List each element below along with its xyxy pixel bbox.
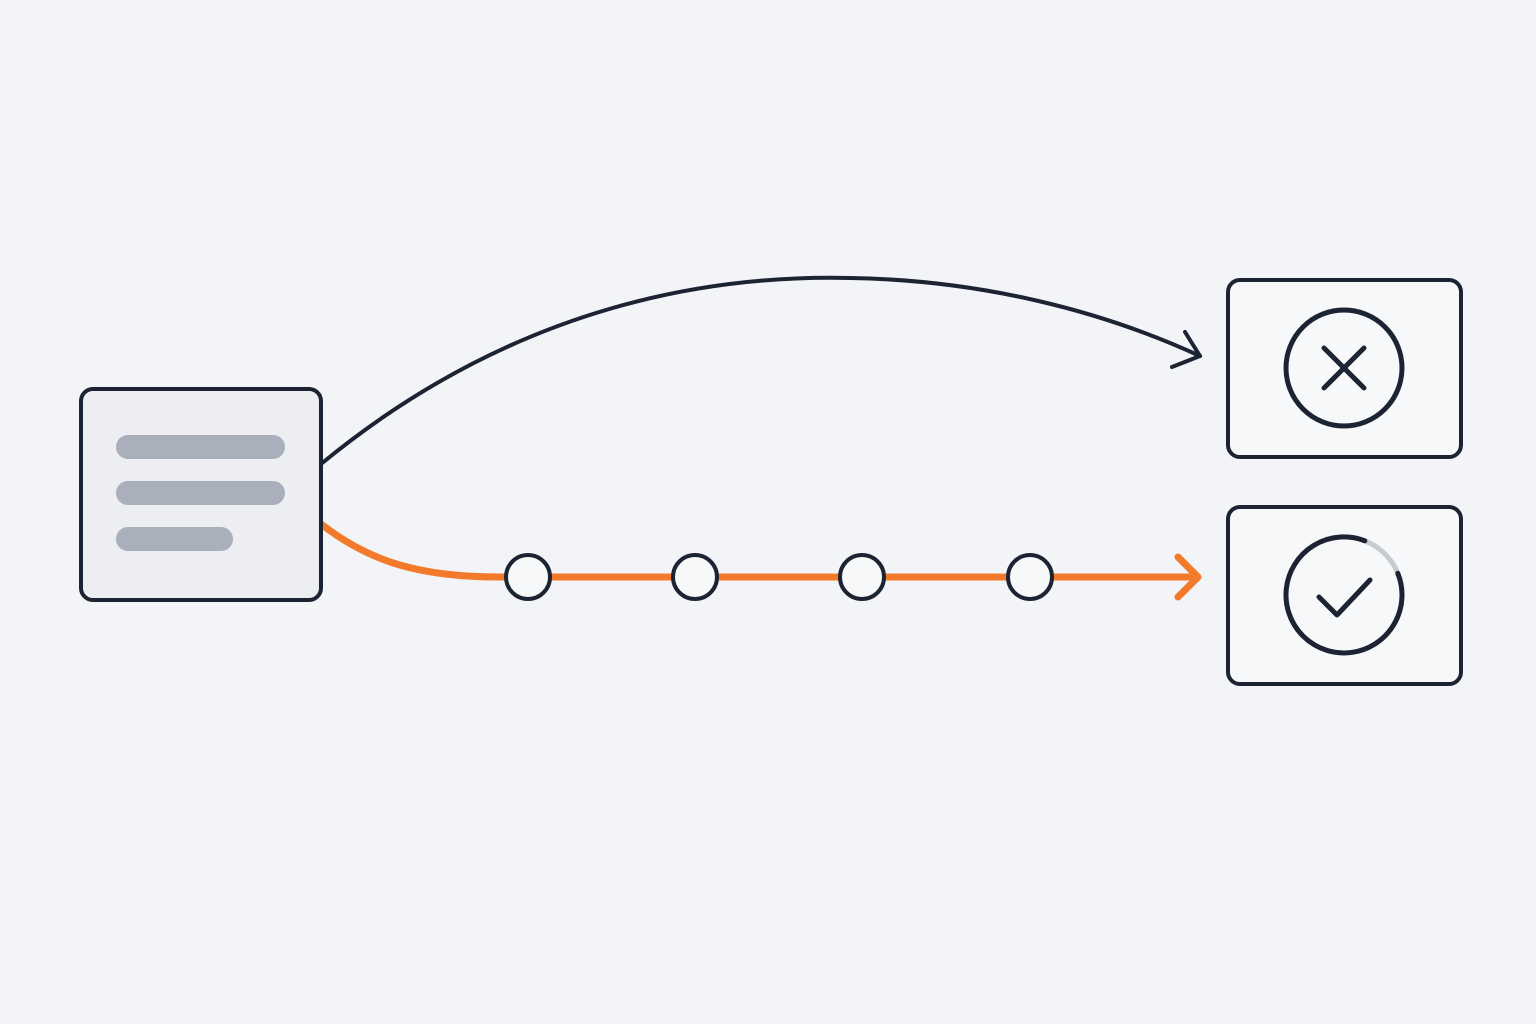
rejected-outcome [1226, 278, 1463, 459]
icon-ring [1283, 307, 1405, 429]
edge-to-accepted [317, 520, 1200, 581]
check-circle-icon [1283, 534, 1405, 656]
progress-arc [1283, 534, 1405, 656]
arrowhead-icon [1170, 330, 1202, 369]
checkpoint-circle [1006, 553, 1054, 601]
check-mark-icon [1316, 577, 1373, 618]
x-circle-icon [1283, 307, 1405, 429]
checkpoint-circle [671, 553, 719, 601]
checkpoints [504, 553, 1054, 601]
x-mark-icon [1321, 345, 1367, 391]
accepted-outcome [1226, 505, 1463, 686]
checkpoint-circle [838, 553, 886, 601]
edge-to-rejected [319, 275, 1202, 466]
arrowhead-icon [1174, 553, 1202, 601]
outcome-card [1226, 505, 1463, 686]
checkpoint-circle [504, 553, 552, 601]
source-document [79, 387, 323, 602]
document-icon [116, 435, 285, 551]
